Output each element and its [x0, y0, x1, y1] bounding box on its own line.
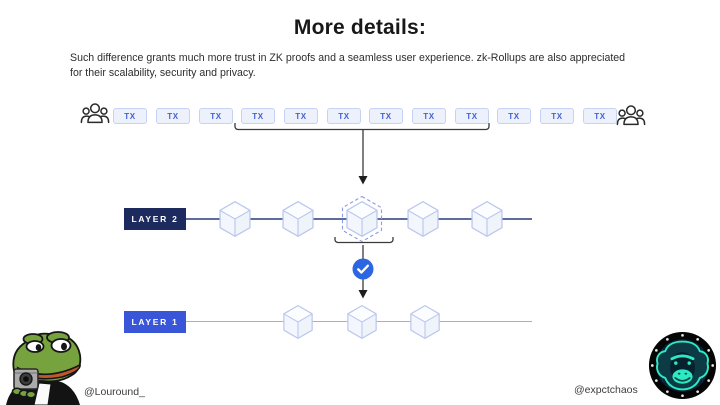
- tx-box: TX: [412, 108, 446, 124]
- block-hexagon: [407, 201, 439, 237]
- highlight-dashed-ring: [341, 195, 383, 243]
- tx-group-bracket: [234, 123, 490, 131]
- tx-box: TX: [369, 108, 403, 124]
- users-group-icon: [616, 105, 646, 126]
- pepe-meme-image: [6, 331, 82, 405]
- checkmark-icon: [357, 264, 370, 274]
- block-hexagon: [471, 201, 503, 237]
- check-circle-icon: [352, 258, 374, 280]
- block-hexagon-highlighted: [341, 195, 383, 243]
- tx-box: TX: [284, 108, 318, 124]
- author-handle-right: @expctchaos: [574, 384, 638, 396]
- arrow-down-icon: [358, 290, 368, 299]
- tx-box: TX: [199, 108, 233, 124]
- block-group-bracket: [334, 237, 394, 244]
- description-line-2: for their scalability, security and priv…: [70, 67, 256, 79]
- tx-box: TX: [583, 108, 617, 124]
- verify-flow: [352, 245, 374, 299]
- tx-box: TX: [241, 108, 275, 124]
- tx-box: TX: [540, 108, 574, 124]
- author-handle-left: @Louround_: [84, 386, 145, 398]
- block-hexagon: [219, 201, 251, 237]
- gorilla-badge-logo: [648, 331, 717, 400]
- block-hexagon: [283, 305, 313, 339]
- block-hexagon: [347, 305, 377, 339]
- arrow-down-icon: [358, 130, 368, 185]
- tx-box: TX: [327, 108, 361, 124]
- tx-box: TX: [156, 108, 190, 124]
- tx-box: TX: [113, 108, 147, 124]
- users-group-icon: [80, 103, 110, 124]
- layer2-badge: LAYER 2: [124, 208, 186, 230]
- tx-box: TX: [455, 108, 489, 124]
- description-line-1: Such difference grants much more trust i…: [70, 52, 626, 64]
- block-hexagon: [410, 305, 440, 339]
- block-hexagon: [282, 201, 314, 237]
- layer1-badge: LAYER 1: [124, 311, 186, 333]
- tx-box: TX: [497, 108, 531, 124]
- page-title: More details:: [293, 16, 427, 39]
